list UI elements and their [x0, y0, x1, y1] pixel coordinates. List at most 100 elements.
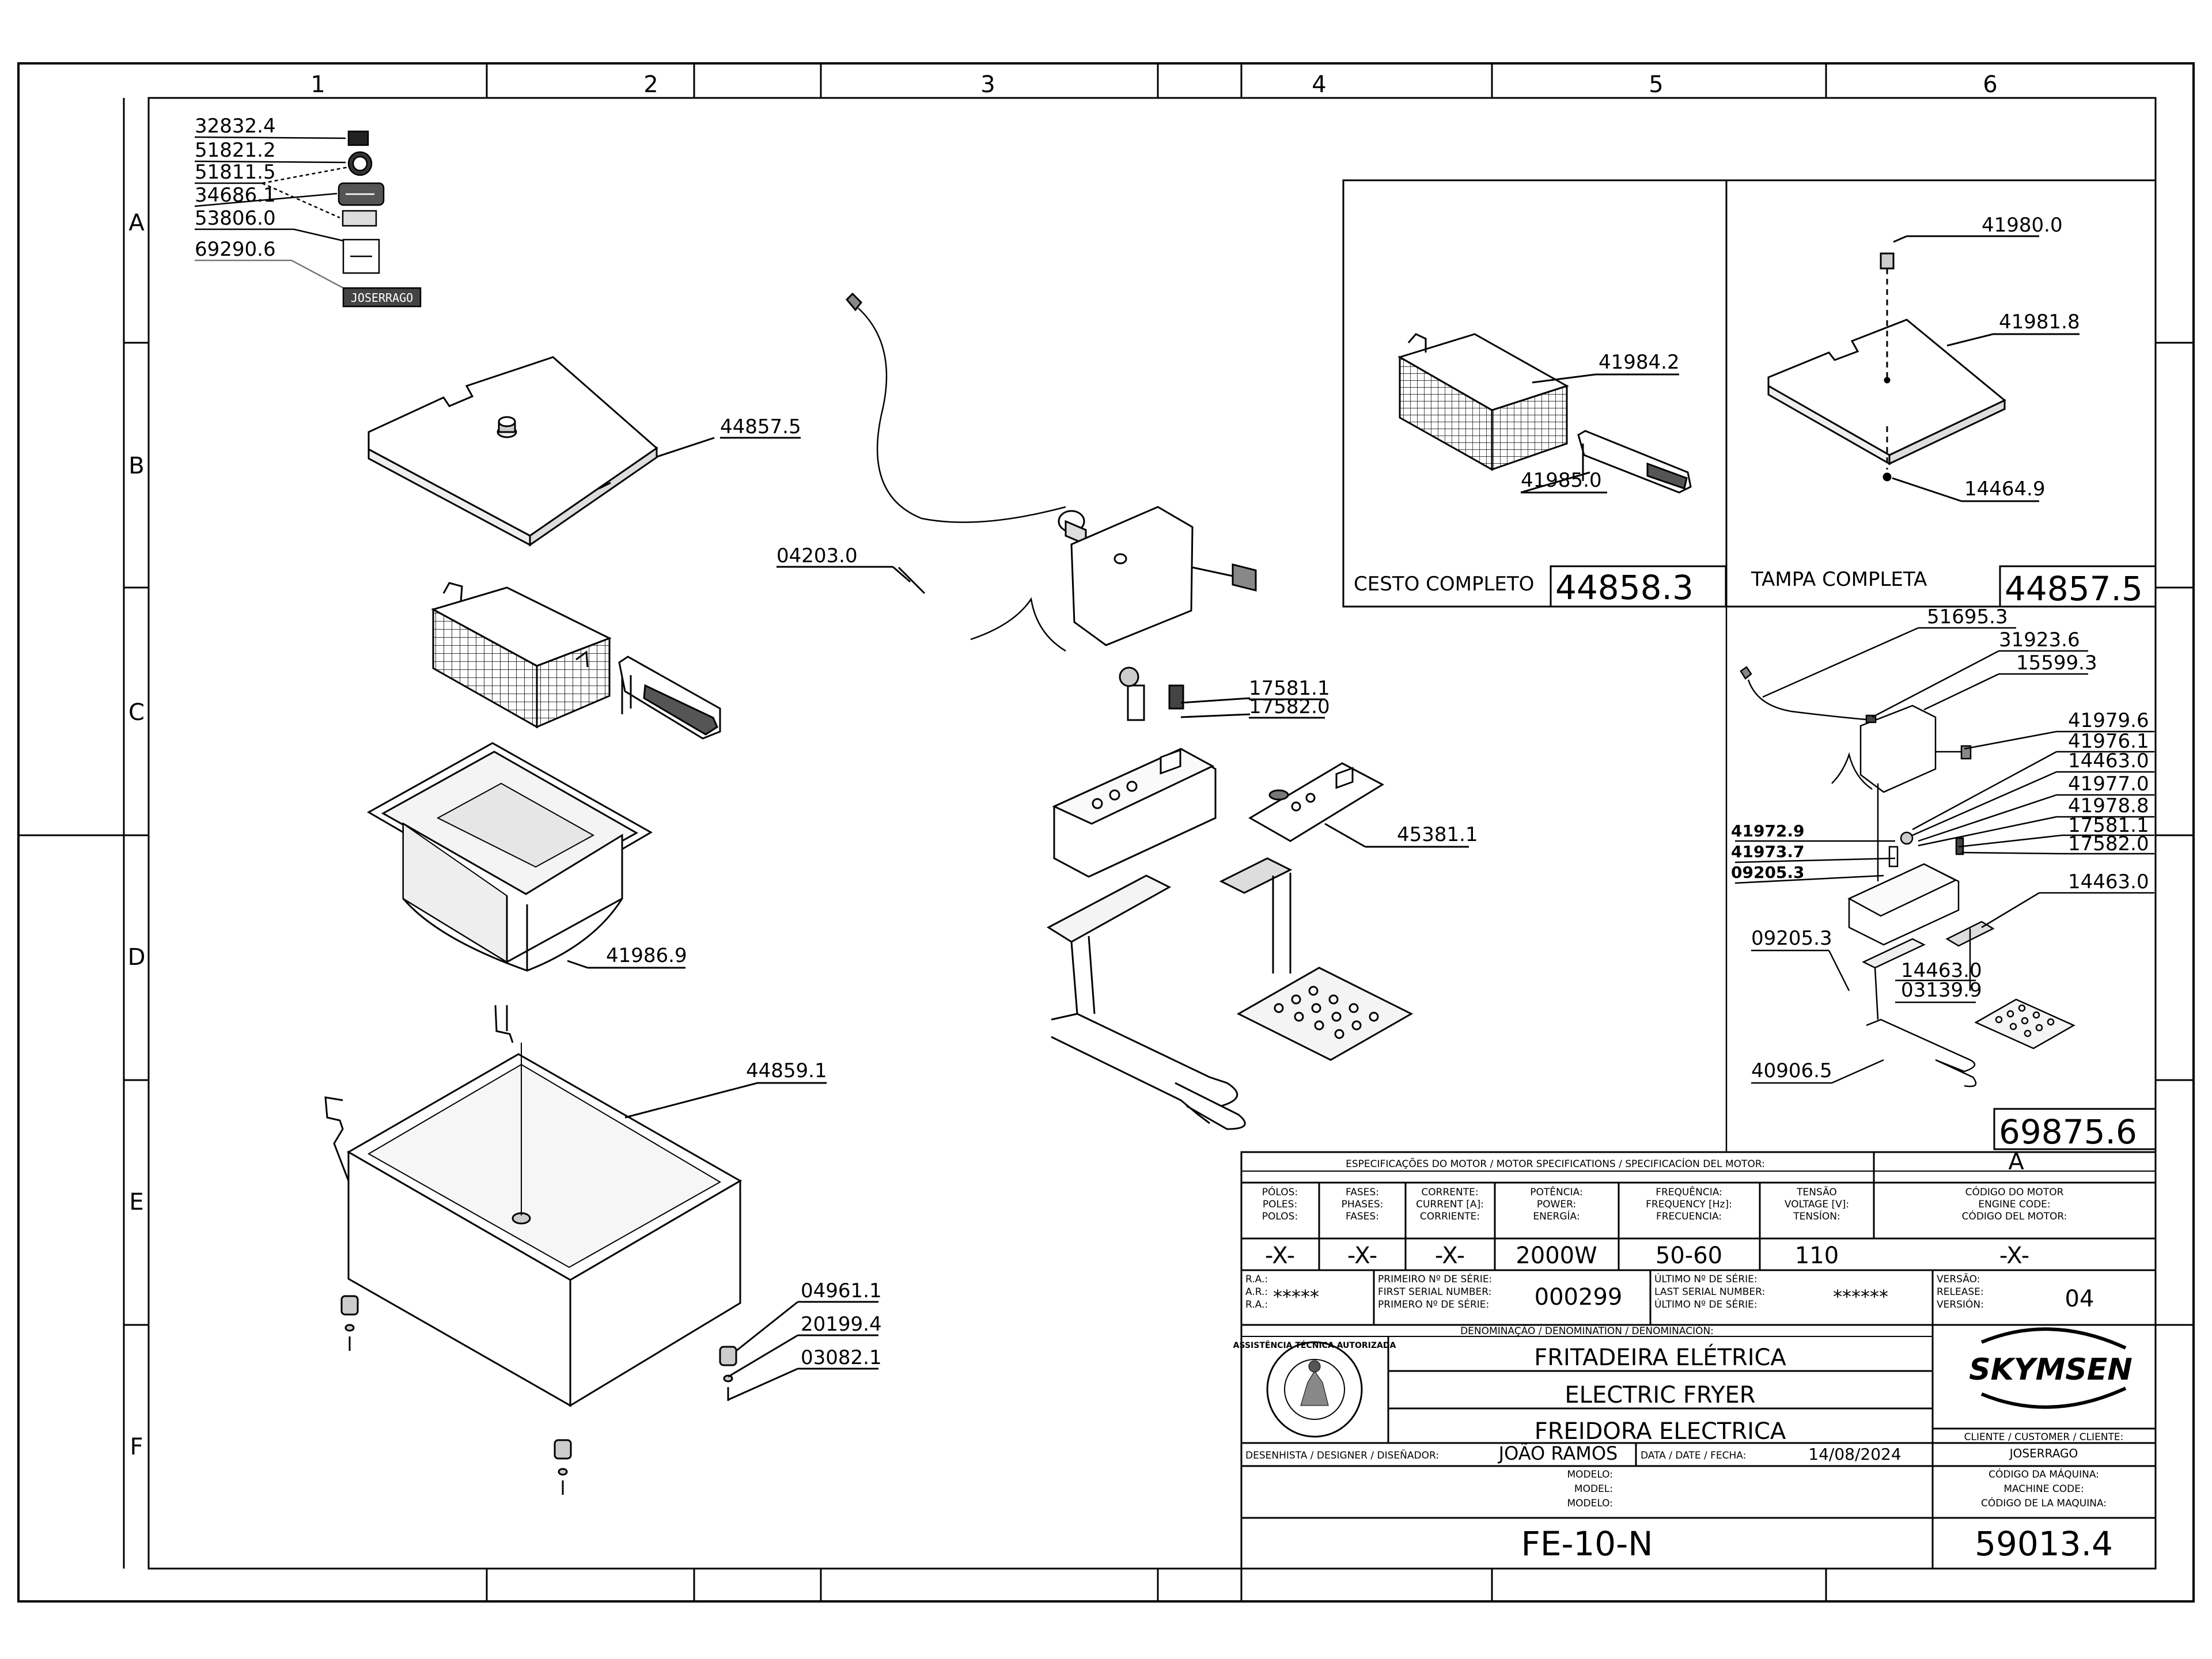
hdr-power-1: POTÊNCIA: [1530, 1185, 1582, 1198]
drawing-frame [17, 62, 2195, 1603]
model-value: FE-10-N [1521, 1524, 1653, 1563]
hdr-engine-1: CÓDIGO DO MOTOR [1965, 1185, 2064, 1198]
val-frequency: 50-60 [1656, 1243, 1722, 1269]
inset-part-41973-7: 41973.7 [1731, 842, 1805, 861]
inset-part-41979-6: 41979.6 [2068, 709, 2149, 732]
inset-part-40906-5: 40906.5 [1751, 1059, 1832, 1082]
inset-part-14463-0-b: 14463.0 [2068, 870, 2149, 893]
part-04961-1: 04961.1 [801, 1279, 882, 1302]
hdr-voltage-2: VOLTAGE [V]: [1785, 1199, 1849, 1210]
part-20199-4: 20199.4 [801, 1313, 882, 1336]
val-current: -X- [1435, 1243, 1465, 1269]
inset-part-41972-9: 41972.9 [1731, 821, 1805, 840]
first-serial-label-3: PRIMERO Nº DE SÉRIE: [1378, 1298, 1489, 1310]
machine-code-value: 59013.4 [1975, 1524, 2113, 1563]
version-value: 04 [2065, 1286, 2094, 1312]
product-name-en: ELECTRIC FRYER [1565, 1382, 1755, 1408]
part-34686-1: 34686.1 [195, 184, 276, 207]
inset-electrical-code: 69875.6 [1999, 1112, 2137, 1152]
inset-part-41981-8: 41981.8 [1999, 310, 2080, 334]
part-69290-6: 69290.6 [195, 238, 276, 261]
val-poles: -X- [1265, 1243, 1295, 1269]
row-a: A [128, 210, 145, 236]
inset-lid-title: TAMPA COMPLETA [1751, 568, 1927, 591]
ra-label-3: R.A.: [1245, 1299, 1268, 1310]
last-serial-label-2: LAST SERIAL NUMBER: [1654, 1286, 1765, 1298]
designer-label: DESENHISTA / DESIGNER / DISEÑADOR: [1245, 1449, 1439, 1461]
inset-part-41980-0: 41980.0 [1982, 214, 2063, 237]
hdr-power-2: POWER: [1537, 1199, 1576, 1210]
inset-part-41985-0: 41985.0 [1521, 469, 1602, 492]
hdr-current-1: CORRENTE: [1421, 1187, 1478, 1198]
model-label-1: MODELO: [1567, 1469, 1613, 1480]
hdr-engine-2: ENGINE CODE: [1978, 1199, 2050, 1210]
hdr-frequency-1: FREQUÊNCIA: [1656, 1185, 1722, 1198]
oil-pan-drawing: 41986.9 [366, 742, 687, 972]
column-6: 6 [1983, 71, 1997, 98]
brand-logo: SKYMSEN [1969, 1327, 2133, 1409]
version-label-3: VERSIÓN: [1937, 1298, 1984, 1310]
revision-letter: A [2008, 1149, 2024, 1175]
hdr-frequency-2: FREQUENCY [Hz]: [1646, 1199, 1732, 1210]
hdr-poles-3: POLOS: [1262, 1211, 1298, 1222]
electrical-assembly-drawing: 04203.0 17581.1 17582.0 45381.1 [777, 292, 1478, 1130]
val-voltage: 110 [1795, 1243, 1839, 1269]
part-51821-2: 51821.2 [195, 139, 276, 162]
part-32832-4: 32832.4 [195, 115, 276, 138]
row-b: B [128, 453, 144, 479]
part-45381-1: 45381.1 [1397, 823, 1478, 846]
val-power: 2000W [1516, 1243, 1597, 1269]
row-f: F [130, 1434, 143, 1460]
last-serial-label-3: ÚLTIMO Nº DE SÉRIE: [1654, 1298, 1758, 1310]
inset-electrical-code-box [1993, 1108, 2157, 1150]
row-c: C [128, 699, 145, 726]
column-1: 1 [310, 71, 325, 98]
last-serial-label-1: ÚLTIMO Nº DE SÉRIE: [1654, 1272, 1758, 1285]
brand-name: SKYMSEN [1969, 1353, 2133, 1387]
first-serial-label-2: FIRST SERIAL NUMBER: [1378, 1286, 1491, 1298]
cabinet-drawing: 44859.1 04961.1 20199.4 03082.1 [324, 1005, 882, 1495]
val-engine: -X- [1999, 1243, 2029, 1269]
row-markers: A B C D E F [128, 210, 146, 1460]
motor-spec-header: ESPECIFICAÇÕES DO MOTOR / MOTOR SPECIFIC… [1346, 1157, 1765, 1170]
part-17581-1: 17581.1 [1249, 677, 1330, 700]
part-53806-0: 53806.0 [195, 207, 276, 230]
hdr-phases-3: FASES: [1346, 1211, 1379, 1222]
lid-drawing: 44857.5 [368, 356, 801, 547]
model-label-2: MODEL: [1574, 1483, 1613, 1495]
joserrago-sticker: JOSERRAGO [351, 291, 413, 305]
inset-part-09205-3-a: 09205.3 [1731, 863, 1805, 882]
row-e: E [129, 1189, 143, 1215]
hdr-poles-2: POLES: [1263, 1199, 1297, 1210]
val-phases: -X- [1347, 1243, 1377, 1269]
inset-basket-panel: 41984.2 41985.0 CESTO COMPLETO 44858.3 [1342, 179, 1728, 608]
inset-lid-code: 44857.5 [2005, 569, 2143, 608]
hdr-current-3: CORRIENTE: [1420, 1211, 1480, 1222]
inset-part-17582-0: 17582.0 [2068, 832, 2149, 855]
inset-part-17581-1: 17581.1 [2068, 814, 2149, 837]
column-4: 4 [1312, 71, 1326, 98]
ra-label-1: R.A.: [1245, 1274, 1268, 1285]
version-label-2: RELEASE: [1937, 1286, 1984, 1298]
inset-basket-title: CESTO COMPLETO [1354, 573, 1534, 596]
designer-value: JOÃO RAMOS [1498, 1442, 1618, 1464]
date-value: 14/08/2024 [1808, 1445, 1901, 1464]
part-44857-5: 44857.5 [720, 415, 801, 438]
authorized-service-seal: ASSISTÊNCIA TÉCNICA AUTORIZADA [1233, 1340, 1396, 1438]
hdr-phases-2: PHASES: [1342, 1199, 1384, 1210]
inset-part-41976-1: 41976.1 [2068, 730, 2149, 753]
inset-lid-panel: 41980.0 41981.8 14464.9 TAMPA COMPLETA 4… [1725, 179, 2157, 608]
column-markers: 1 2 3 4 5 6 [310, 71, 1997, 98]
machine-code-label-1: CÓDIGO DA MÁQUINA: [1988, 1468, 2099, 1480]
inset-electrical-panel [1725, 607, 2154, 1152]
model-label-3: MODELO: [1567, 1498, 1613, 1509]
inset-part-03139-9: 03139.9 [1901, 979, 1982, 1002]
row-d: D [128, 944, 146, 971]
inset-electrical-labels: 51695.3 31923.6 15599.3 41979.6 41976.1 … [1731, 605, 2149, 1082]
part-51811-5: 51811.5 [195, 161, 276, 184]
ra-label-2: A.R.: [1245, 1286, 1268, 1298]
machine-code-label-2: MACHINE CODE: [2003, 1483, 2084, 1495]
inset-part-41978-8: 41978.8 [2068, 794, 2149, 817]
hdr-current-2: CURRENT [A]: [1416, 1199, 1484, 1210]
